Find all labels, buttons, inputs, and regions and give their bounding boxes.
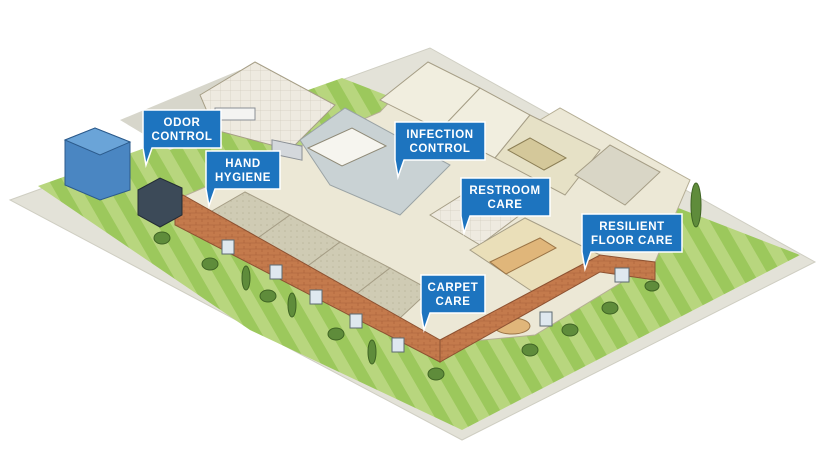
dumpster [137,177,183,228]
callout-label: CARPET [428,282,479,294]
callout-infection-control[interactable]: INFECTION CONTROL [394,121,486,180]
callout-label: HAND [225,158,261,170]
odor-control-equipment [63,127,183,228]
callout-label: INFECTION [406,129,473,141]
callout-resilient-floor-care[interactable]: RESILIENT FLOOR CARE [581,213,683,272]
right-brick-wall [439,254,656,363]
callout-restroom-care[interactable]: RESTROOM CARE [460,177,551,236]
tree [367,339,377,365]
callout-hand-hygiene[interactable]: HAND HYGIENE [205,150,281,209]
shrub [259,289,277,303]
front-windows [221,239,630,353]
callouts: ODOR CONTROL HAND HYGIENE INFECTION CONT… [142,109,683,333]
conference-table [506,137,568,171]
shrub [327,327,345,341]
callout-label: RESILIENT [599,221,664,233]
callout-carpet-care[interactable]: CARPET CARE [420,274,486,333]
tree [287,292,297,318]
shrub [521,343,539,357]
tree [241,265,251,291]
callout-label: ODOR [164,117,201,129]
callout-odor-control[interactable]: ODOR CONTROL [142,109,222,168]
callout-label: CARE [488,199,523,211]
callout-label: HYGIENE [215,172,271,184]
shrub [644,280,660,292]
shrub [153,231,171,245]
stair-room [574,144,661,206]
cafeteria-counter [306,127,388,167]
shrub [561,323,579,337]
callout-label: RESTROOM [469,185,540,197]
tree [690,182,702,228]
callout-label: CONTROL [409,143,470,155]
reception-desk [489,237,558,275]
landscaping [153,182,702,381]
shrub [601,301,619,315]
callout-label: FLOOR CARE [591,235,673,247]
callout-label: CARE [436,296,471,308]
callout-label: CONTROL [151,131,212,143]
shrub [201,257,219,271]
shrub [427,367,445,381]
